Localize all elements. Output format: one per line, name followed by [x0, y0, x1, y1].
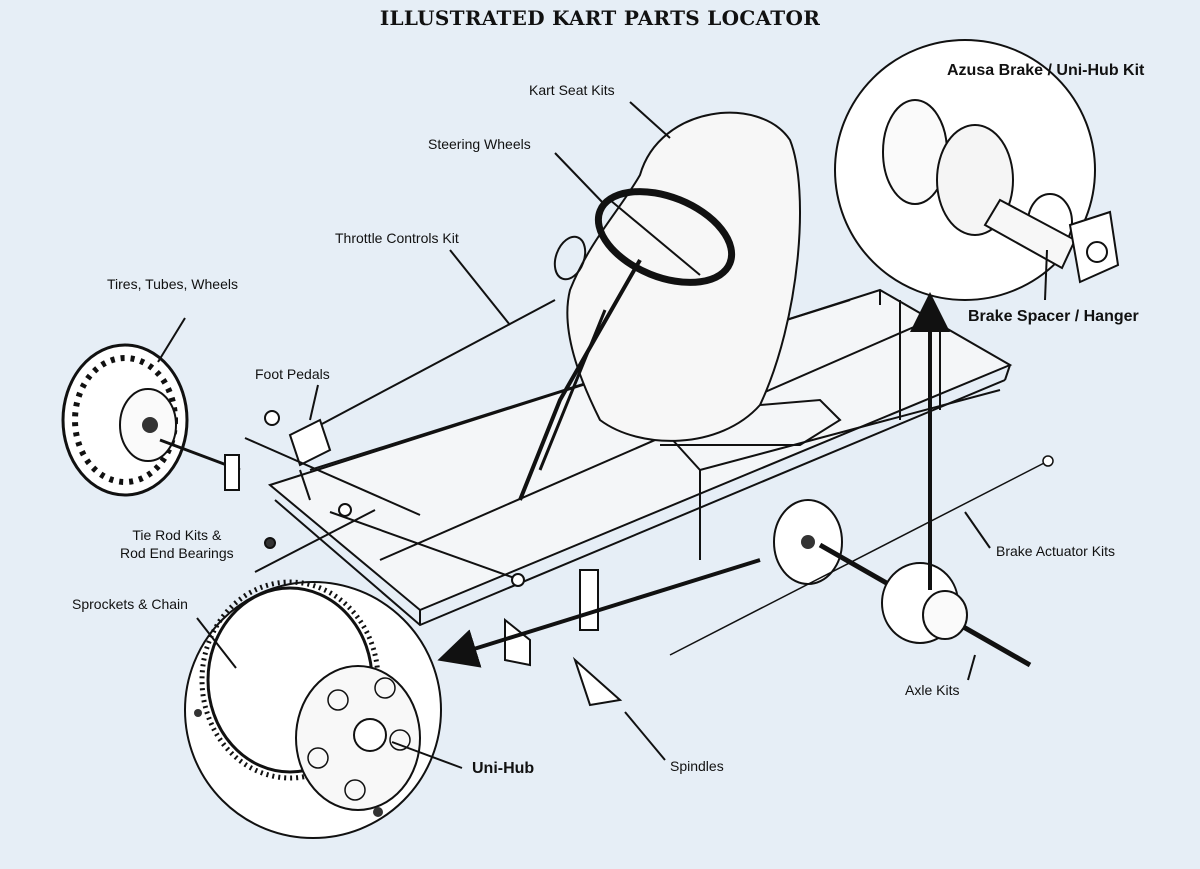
label-azusa-brake-uni-hub-kit: Azusa Brake / Uni-Hub Kit — [947, 62, 1145, 79]
label-brake-actuator-kits: Brake Actuator Kits — [996, 543, 1116, 559]
brake-callout — [834, 39, 1120, 301]
throttle-cable — [319, 235, 587, 426]
foot-pedals — [244, 410, 421, 516]
leader-lines — [157, 101, 1048, 769]
label-axle-kits: Axle Kits — [905, 682, 960, 698]
kart-seat — [566, 111, 842, 446]
label-throttle-controls-kit: Throttle Controls Kit — [335, 230, 459, 246]
label-tires-tubes-wheels: Tires, Tubes, Wheels — [107, 276, 238, 292]
tie-rods — [264, 503, 525, 587]
label-uni-hub: Uni-Hub — [472, 760, 535, 777]
front-tire — [61, 343, 241, 497]
label-foot-pedals: Foot Pedals — [255, 366, 330, 382]
label-tie-rod-kits: Tie Rod Kits & Rod End Bearings — [120, 527, 234, 561]
sprocket-callout — [184, 579, 442, 839]
label-kart-seat-kits: Kart Seat Kits — [529, 82, 615, 98]
rear-axle-assembly — [773, 499, 1032, 668]
steering-wheel — [518, 188, 736, 501]
page-title: ILLUSTRATED KART PARTS LOCATOR — [379, 6, 821, 30]
label-brake-spacer-hanger: Brake Spacer / Hanger — [968, 308, 1139, 325]
brake-actuator-line — [669, 455, 1054, 656]
label-spindles: Spindles — [670, 758, 724, 774]
label-sprockets-chain: Sprockets & Chain — [72, 596, 188, 612]
label-steering-wheels: Steering Wheels — [428, 136, 531, 152]
callout-arrows — [437, 292, 950, 668]
